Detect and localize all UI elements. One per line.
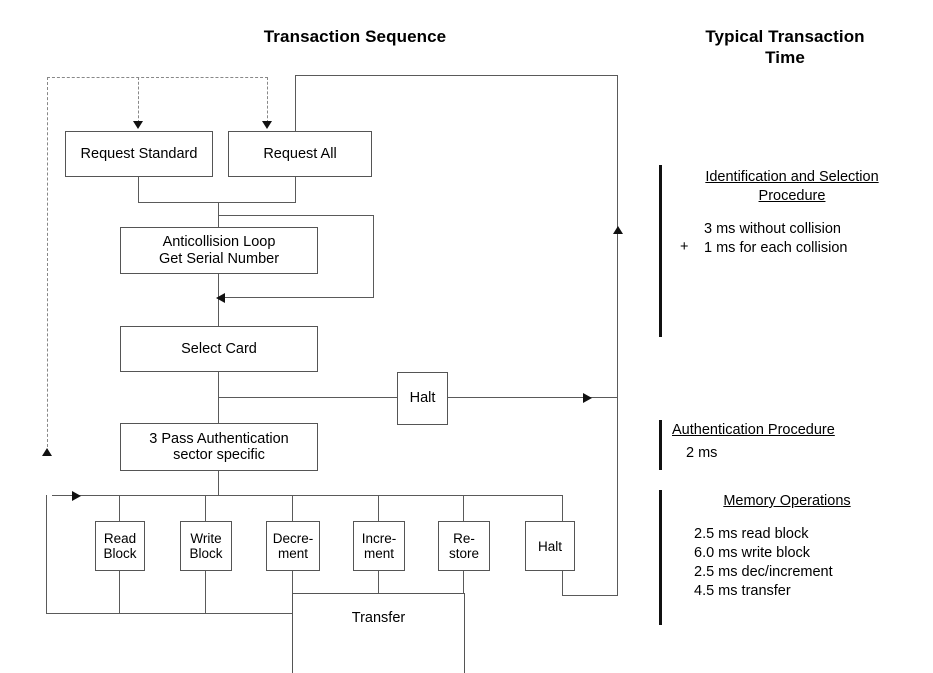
request-all-entry-drop (295, 75, 297, 131)
halt-lower-exit-drop (562, 571, 564, 596)
dashed-branch-request-standard (138, 77, 139, 123)
decrement-to-transfer (292, 571, 294, 594)
anticollision-feedback-top (218, 215, 374, 217)
timing-group-heading: Authentication Procedure (672, 422, 835, 438)
halt-lower-exit-to-return (617, 397, 619, 596)
auth-to-ops-bus (218, 471, 220, 496)
dashed-restart-vertical (47, 77, 48, 452)
box-label: Re- store (448, 531, 479, 561)
box-label: Request Standard (80, 145, 198, 162)
dashed-restart-top (47, 77, 268, 78)
anticollision-feedback-bottom (222, 297, 374, 299)
halt-upper-branch-line (218, 397, 398, 399)
box-write-block[interactable]: Write Block (180, 521, 232, 571)
arrow-down-request-standard (133, 121, 143, 129)
merge-drop-request-standard (138, 177, 140, 203)
timing-bar-identification (659, 165, 662, 337)
restore-to-transfer (463, 571, 465, 594)
timing-line: 2.5 ms dec/increment (694, 564, 833, 580)
ops-return-bottom (46, 613, 293, 615)
arrow-left-anticollision-feedback (216, 293, 225, 303)
box-select-card[interactable]: Select Card (120, 326, 318, 372)
return-line-top (295, 75, 618, 77)
increment-to-transfer (378, 571, 380, 594)
timing-group-memory-operations: Memory Operations 2.5 ms read block 6.0 … (672, 492, 902, 601)
merge-to-anticollision (218, 202, 220, 227)
read-block-return-drop (119, 571, 121, 614)
return-line-right-vertical (617, 75, 619, 397)
timing-line: 4.5 ms transfer (694, 583, 791, 599)
page-title-left: Transaction Sequence (263, 27, 447, 46)
box-halt-lower[interactable]: Halt (525, 521, 575, 571)
merge-bus-row1 (138, 202, 296, 204)
timing-group-heading: Memory Operations (723, 493, 851, 509)
box-request-standard[interactable]: Request Standard (65, 131, 213, 177)
bus-drop-increment (378, 495, 380, 521)
box-label: 3 Pass Authentication sector specific (149, 430, 289, 464)
timing-bar-memory-operations (659, 490, 662, 625)
timing-group-authentication: Authentication Procedure 2 ms (672, 421, 912, 463)
box-label: Request All (263, 145, 337, 162)
bus-drop-decrement (292, 495, 294, 521)
timing-line: 3 ms without collision (704, 221, 841, 237)
page-title-right: Typical Transaction Time (705, 27, 865, 67)
box-anticollision-loop[interactable]: Anticollision Loop Get Serial Number (120, 227, 318, 274)
timing-line: 2.5 ms read block (694, 526, 809, 542)
box-transfer[interactable]: Transfer (292, 593, 465, 673)
halt-upper-exit-line (448, 397, 618, 399)
box-decrement[interactable]: Decre- ment (266, 521, 320, 571)
arrow-up-restart (42, 448, 52, 456)
timing-bar-authentication (659, 420, 662, 470)
timing-line: 2 ms (686, 445, 718, 461)
box-label: Write Block (189, 531, 223, 561)
box-label: Transfer (351, 610, 406, 626)
halt-lower-exit-line (562, 595, 618, 597)
bus-drop-read-block (119, 495, 121, 521)
box-label: Decre- ment (272, 531, 314, 561)
arrow-up-return-loop (613, 226, 623, 234)
box-request-all[interactable]: Request All (228, 131, 372, 177)
ops-return-left-vertical (46, 495, 48, 614)
box-label: Incre- ment (361, 531, 397, 561)
bus-drop-write-block (205, 495, 207, 521)
box-restore[interactable]: Re- store (438, 521, 490, 571)
arrow-right-ops-bus-entry (72, 491, 81, 501)
arrow-right-halt-upper-exit (583, 393, 592, 403)
box-halt-upper[interactable]: Halt (397, 372, 448, 425)
bus-drop-restore (463, 495, 465, 521)
arrow-down-request-all (262, 121, 272, 129)
anticollision-feedback-right (373, 215, 375, 298)
box-three-pass-auth[interactable]: 3 Pass Authentication sector specific (120, 423, 318, 471)
timing-line: 6.0 ms write block (694, 545, 811, 561)
timing-group-identification: Identification and Selection Procedure +… (672, 168, 912, 258)
bus-drop-halt-lower (562, 495, 564, 521)
box-label: Halt (409, 390, 436, 407)
merge-drop-request-all (295, 177, 297, 203)
box-read-block[interactable]: Read Block (95, 521, 145, 571)
timing-group-heading: Identification and Selection Procedure (705, 169, 879, 204)
box-label: Read Block (103, 531, 137, 561)
timing-plus-sign: + (680, 239, 689, 255)
memory-ops-bus (52, 495, 563, 497)
box-label: Anticollision Loop Get Serial Number (158, 234, 280, 267)
dashed-branch-request-all (267, 77, 268, 123)
box-label: Halt (537, 538, 562, 554)
write-block-return-drop (205, 571, 207, 614)
box-increment[interactable]: Incre- ment (353, 521, 405, 571)
timing-line: 1 ms for each collision (704, 240, 848, 256)
box-label: Select Card (181, 340, 257, 357)
